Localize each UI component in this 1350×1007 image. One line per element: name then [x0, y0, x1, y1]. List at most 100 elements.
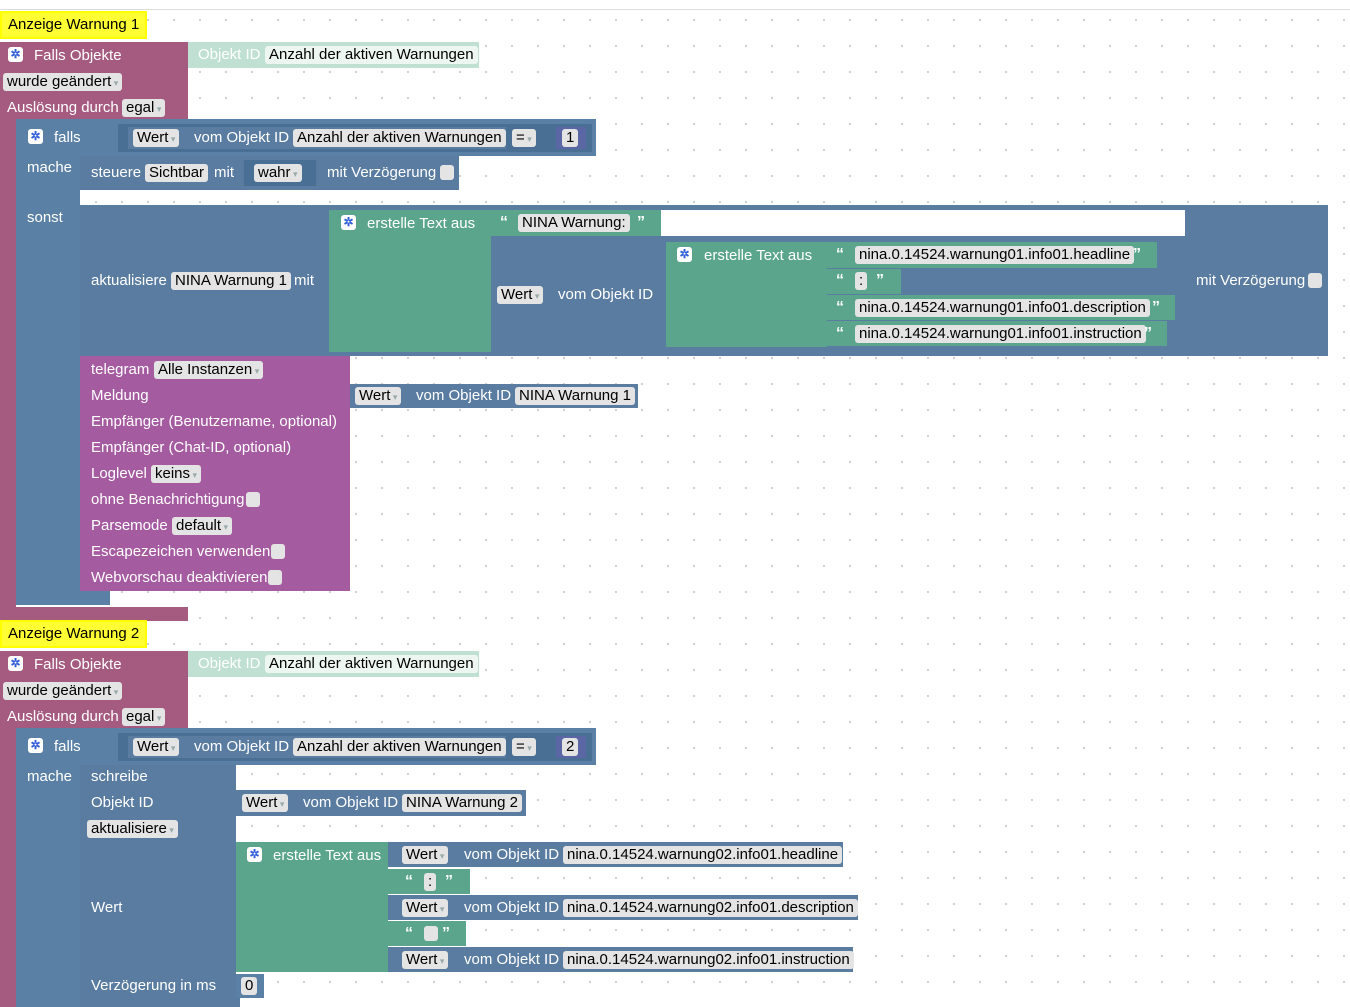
sonst-label: sonst [27, 209, 63, 226]
erstelle-text-label: erstelle Text aus [704, 247, 813, 264]
preview-checkbox[interactable] [268, 570, 282, 585]
trigger-type-dropdown[interactable]: wurde geändert [3, 682, 123, 700]
wahr-dropdown[interactable]: wahr [254, 164, 302, 182]
delay-checkbox[interactable] [1308, 273, 1322, 288]
if-block-spine [16, 156, 80, 599]
gear-icon[interactable]: ✲ [8, 656, 23, 671]
gear-icon[interactable]: ✲ [341, 215, 356, 230]
event-block-spine [0, 119, 16, 607]
object-id-field[interactable]: Anzahl der aktiven Warnungen [265, 655, 478, 673]
empty-text-field[interactable] [424, 926, 438, 941]
write-mode-dropdown[interactable]: aktualisiere [87, 820, 178, 838]
gear-icon[interactable]: ✲ [28, 738, 43, 753]
text-join-block[interactable] [666, 242, 827, 347]
empfaenger-chat-label: Empfänger (Chat-ID, optional) [91, 439, 292, 456]
text-field[interactable]: nina.0.14524.warnung01.info01.headline [855, 246, 1135, 264]
steuere-label: steuere [91, 164, 142, 181]
ausloesung-dropdown[interactable]: egal [122, 708, 166, 726]
object-id-field[interactable]: nina.0.14524.warnung02.info01.descriptio… [563, 899, 858, 917]
text-join-block[interactable] [236, 842, 388, 972]
wert-dropdown[interactable]: Wert [355, 387, 402, 405]
object-id-field[interactable]: NINA Warnung 1 [515, 387, 635, 405]
wert-dropdown[interactable]: Wert [402, 846, 449, 864]
gear-icon[interactable]: ✲ [247, 847, 262, 862]
telegram-label: telegram [91, 361, 150, 378]
vom-objekt-id-label: vom Objekt ID [303, 794, 399, 811]
meldung-label: Meldung [91, 387, 149, 404]
gear-icon[interactable]: ✲ [677, 247, 692, 262]
open-quote: “ [836, 299, 844, 316]
mit-verzoegerung-label: mit Verzögerung [327, 164, 437, 181]
workspace-top-border [0, 9, 1350, 10]
wert-dropdown[interactable]: Wert [133, 129, 180, 147]
wert-dropdown[interactable]: Wert [402, 899, 449, 917]
text-field[interactable]: : [424, 873, 437, 891]
schreibe-label: schreibe [91, 768, 148, 785]
compare-value-field[interactable]: 2 [562, 738, 579, 756]
objekt-id-label: Objekt ID [91, 794, 154, 811]
instance-dropdown[interactable]: Alle Instanzen [154, 361, 264, 379]
mit-label: mit [214, 164, 234, 181]
close-quote: ” [876, 272, 884, 289]
close-quote: ” [1133, 246, 1141, 263]
escape-checkbox[interactable] [271, 544, 285, 559]
wert-dropdown[interactable]: Wert [133, 738, 180, 756]
telegram-block[interactable] [80, 356, 350, 591]
comment-text: Anzeige Warnung 1 [8, 16, 140, 33]
text-field[interactable]: : [855, 272, 868, 290]
close-quote: ” [445, 873, 453, 890]
ausloesung-dropdown[interactable]: egal [122, 99, 166, 117]
object-id-field[interactable]: Anzahl der aktiven Warnungen [265, 46, 478, 64]
open-quote: “ [405, 925, 413, 942]
ohne-benachrichtigung-label: ohne Benachrichtigung [91, 491, 245, 508]
vom-objekt-id-label: vom Objekt ID [464, 951, 560, 968]
mit-verzoegerung-label: mit Verzögerung [1196, 272, 1306, 289]
text-field[interactable]: nina.0.14524.warnung01.info01.descriptio… [855, 299, 1150, 317]
wert-dropdown[interactable]: Wert [402, 951, 449, 969]
text-field[interactable]: nina.0.14524.warnung01.info01.instructio… [855, 325, 1146, 343]
vom-objekt-id-label: vom Objekt ID [558, 286, 654, 303]
falls-objekte-label: Falls Objekte [34, 656, 122, 673]
loglevel-dropdown[interactable]: keins [151, 465, 202, 483]
event-block-footer [0, 607, 188, 621]
ausloesung-label: Auslösung durch [7, 99, 119, 116]
close-quote: ” [637, 214, 645, 231]
gear-icon[interactable]: ✲ [8, 47, 23, 62]
parsemode-dropdown[interactable]: default [172, 517, 233, 535]
falls-label: falls [54, 129, 81, 146]
loglevel-label: Loglevel [91, 465, 147, 482]
compare-value-field[interactable]: 1 [562, 129, 579, 147]
object-id-field[interactable]: NINA Warnung 2 [402, 794, 522, 812]
delay-value-field[interactable]: 0 [241, 977, 258, 995]
object-id-field[interactable]: nina.0.14524.warnung02.info01.instructio… [563, 951, 854, 969]
wert-dropdown[interactable]: Wert [242, 794, 289, 812]
sichtbar-field[interactable]: Sichtbar [145, 164, 209, 182]
gear-icon[interactable]: ✲ [28, 129, 43, 144]
open-quote: “ [500, 214, 508, 231]
open-quote: “ [836, 272, 844, 289]
wert-dropdown[interactable]: Wert [497, 286, 544, 304]
vom-objekt-id-label: vom Objekt ID [194, 738, 290, 755]
vom-objekt-id-label: vom Objekt ID [416, 387, 512, 404]
text-join-block[interactable] [329, 210, 491, 352]
trigger-type-dropdown[interactable]: wurde geändert [3, 73, 123, 91]
close-quote: ” [1152, 299, 1160, 316]
if-block-spine [16, 765, 80, 1007]
silent-checkbox[interactable] [246, 492, 260, 507]
object-id-field[interactable]: Anzahl der aktiven Warnungen [293, 129, 506, 147]
write-block[interactable] [80, 765, 236, 1007]
object-id-field[interactable]: Anzahl der aktiven Warnungen [293, 738, 506, 756]
nina-warnung-field[interactable]: NINA Warnung 1 [171, 272, 291, 290]
operator-dropdown[interactable]: = [512, 129, 536, 147]
delay-checkbox[interactable] [440, 165, 454, 180]
text-field[interactable]: NINA Warnung: [518, 214, 630, 232]
falls-label: falls [54, 738, 81, 755]
wert-label: Wert [91, 899, 123, 916]
object-id-field[interactable]: nina.0.14524.warnung02.info01.headline [563, 846, 843, 864]
comment-block-1[interactable]: Anzeige Warnung 1 [0, 11, 148, 39]
operator-dropdown[interactable]: = [512, 738, 536, 756]
event-block-spine [0, 728, 16, 1007]
comment-block-2[interactable]: Anzeige Warnung 2 [0, 620, 148, 648]
mit-label: mit [294, 272, 314, 289]
